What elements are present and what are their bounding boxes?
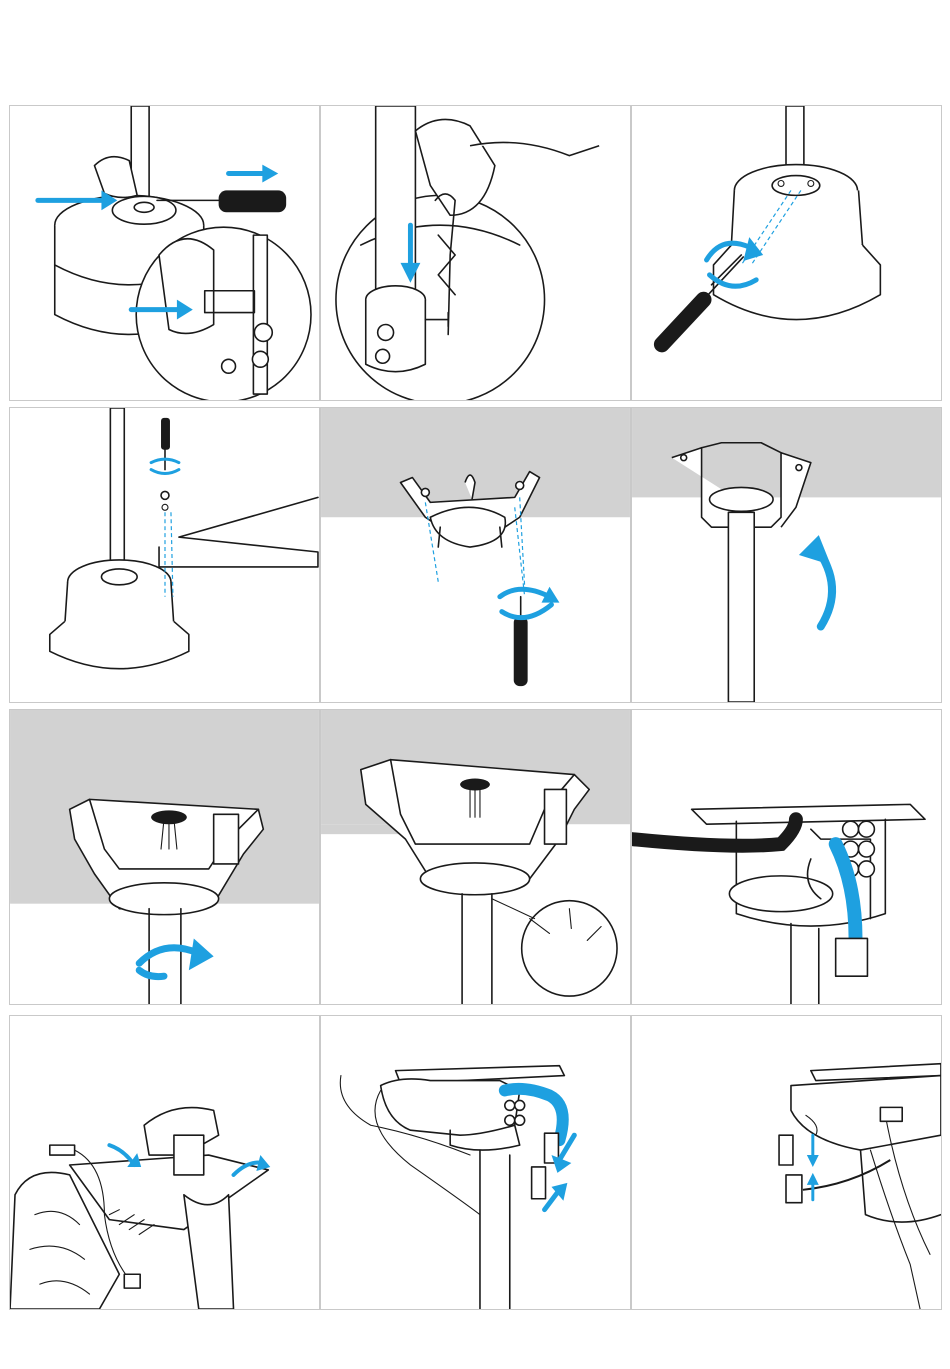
mount-bracket-ceiling-icon [321, 408, 630, 702]
lift-downrod-icon [632, 408, 941, 702]
step-panel-5 [320, 407, 631, 703]
screwdriver-tighten-icon [632, 106, 941, 400]
set-screw-loosen-icon [10, 106, 319, 400]
step-panel-1 [9, 105, 320, 401]
connector-join-icon [321, 1016, 630, 1309]
step-panel-10 [9, 1015, 320, 1310]
step-panel-7 [9, 709, 320, 1005]
receiver-insert-icon [10, 1016, 319, 1309]
step-panel-6 [631, 407, 942, 703]
step-panel-11 [320, 1015, 631, 1310]
instruction-steps-grid [9, 105, 942, 1310]
remove-bracket-screws-icon [10, 408, 319, 702]
plug-connect-icon [632, 1016, 941, 1309]
step-panel-3 [631, 105, 942, 401]
step-panel-12 [631, 1015, 942, 1310]
step-panel-4 [9, 407, 320, 703]
step-panel-8 [320, 709, 631, 1005]
ball-seated-icon [321, 710, 630, 1004]
step-panel-9 [631, 709, 942, 1005]
rotate-canopy-icon [10, 710, 319, 1004]
hairpin-clip-insert-icon [321, 106, 630, 400]
step-panel-2 [320, 105, 631, 401]
ceiling-wires-icon [632, 710, 941, 1004]
